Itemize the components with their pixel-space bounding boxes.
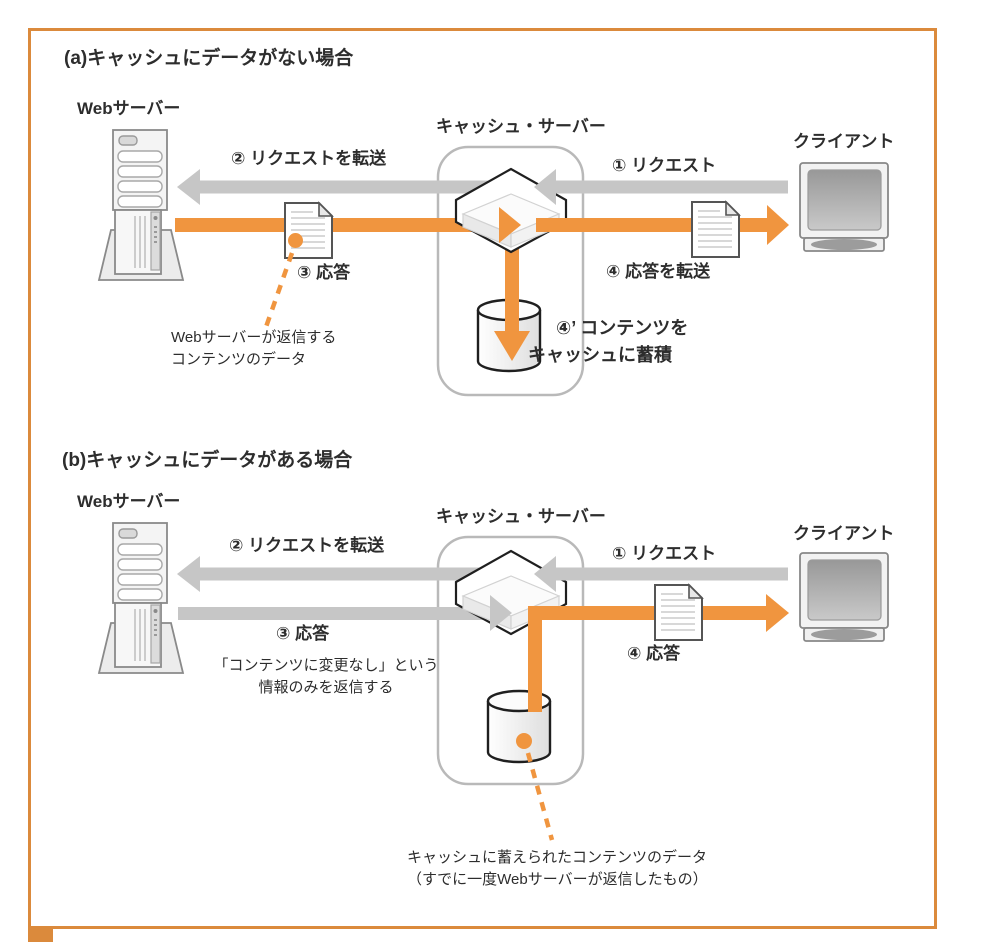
arrow-response-a-shaft [175,218,500,232]
cache-server-label-b: キャッシュ・サーバー [436,507,606,526]
callout-dot-b [516,733,532,749]
scenario-a-graphics [98,129,889,397]
arrow-response-b-head [490,595,512,631]
arrow-request-forward-a [177,169,505,205]
tower-server-icon-b [98,522,184,674]
client-label-a: クライアント [793,132,895,151]
arrow-response-a-head [499,207,521,243]
cache-note-b-line1: キャッシュに蓄えられたコンテンツのデータ [407,849,708,866]
arrow-store-cache-a [494,246,530,361]
callout-dot-a [288,233,303,248]
crt-monitor-icon-b [799,552,889,642]
server-note-b-line2: 情報のみを返信する [258,679,394,696]
note-a-line2: コンテンツのデータ [171,351,307,368]
arrow-request-forward-b [177,556,505,592]
callout-leader-a [263,252,295,328]
cache-server-label-a: キャッシュ・サーバー [436,117,606,136]
document-page-icon-b [654,584,703,641]
tower-server-icon-a [98,129,184,281]
web-server-label-b: Webサーバー [77,492,181,511]
step3-label-a: ③ 応答 [297,263,351,282]
note-a-line1: Webサーバーが返信する [171,329,337,346]
document-page-icon-a-left [284,202,333,259]
scenario-b-title: (b)キャッシュにデータがある場合 [62,450,353,471]
step4-store-label-line2: キャッシュに蓄積 [528,345,672,365]
arrow-response-b-shaft [178,607,490,620]
arrow-response-from-cache-b [528,594,789,712]
arrow-request-a [534,169,788,205]
step4-label-a: ④ 応答を転送 [606,262,711,281]
callout-leader-b [525,752,555,841]
step2-label-b: ② リクエストを転送 [229,536,385,555]
document-page-icon-a-right [691,201,740,258]
step4-store-label-line1: ④’ コンテンツを [556,318,689,338]
scenario-a-title: (a)キャッシュにデータがない場合 [64,48,354,69]
client-label-b: クライアント [793,524,895,543]
scenario-b-graphics [98,522,889,841]
step1-label-a: ① リクエスト [612,156,717,175]
web-server-label-a: Webサーバー [77,99,181,118]
step2-label-a: ② リクエストを転送 [231,149,387,168]
crt-monitor-icon-a [799,162,889,252]
corner-tab [28,928,53,942]
arrow-request-b [534,556,788,592]
server-note-b-line1: 「コンテンツに変更なし」という [213,657,439,674]
cache-note-b-line2: （すでに一度Webサーバーが返信したもの） [407,871,708,888]
page-border [28,28,937,942]
step3-label-b: ③ 応答 [276,624,330,643]
step1-label-b: ① リクエスト [612,544,717,563]
step4-label-b: ④ 応答 [627,644,681,663]
